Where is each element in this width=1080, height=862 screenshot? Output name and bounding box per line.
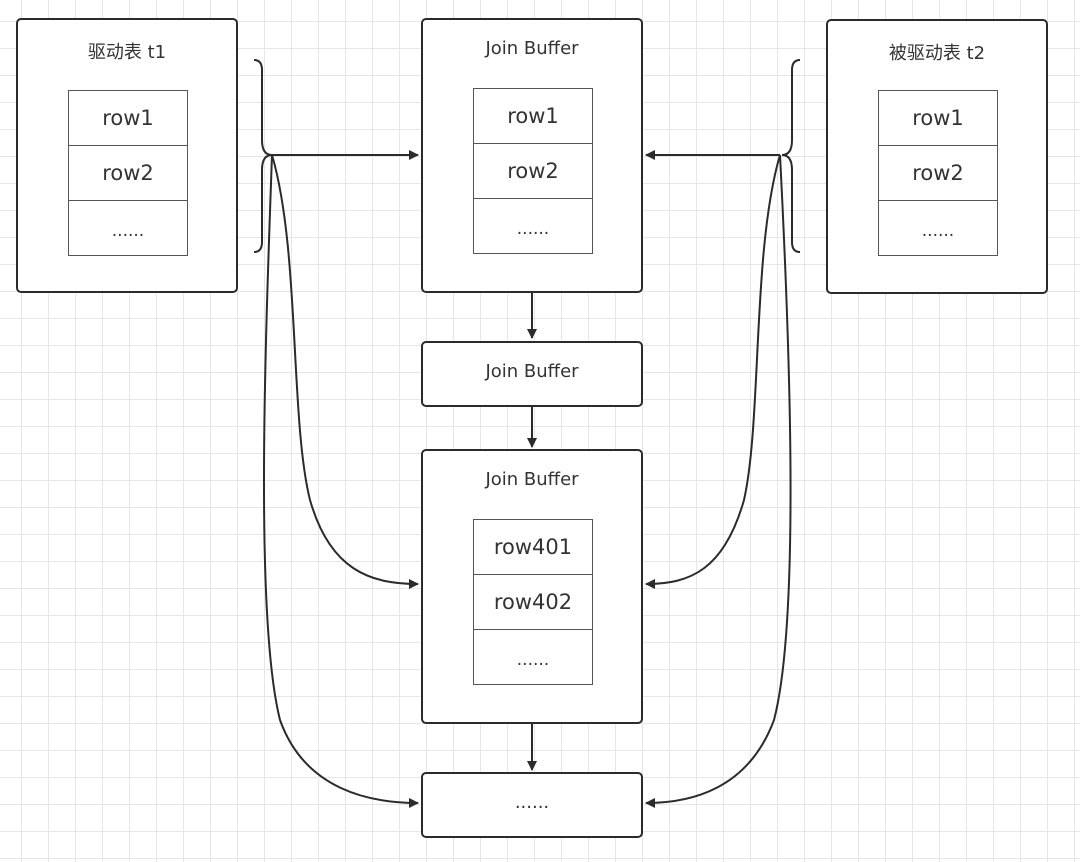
join-buffer-1-rows: row1 row2 ...... xyxy=(473,88,593,254)
right-brace xyxy=(781,59,801,253)
join-buffer-2: Join Buffer xyxy=(421,341,643,407)
table-t1: 驱动表 t1 row1 row2 ...... xyxy=(16,18,238,293)
join-buffer-3-title: Join Buffer xyxy=(485,469,579,490)
join-buffer-3-rows: row401 row402 ...... xyxy=(473,519,593,685)
table-t1-rows: row1 row2 ...... xyxy=(68,90,188,256)
table-t1-row: row1 xyxy=(69,91,187,146)
join-buffer-1: Join Buffer row1 row2 ...... xyxy=(421,18,643,293)
table-t2: 被驱动表 t2 row1 row2 ...... xyxy=(826,19,1048,294)
join-buffer-1-row: row2 xyxy=(474,144,592,199)
join-buffer-2-title: Join Buffer xyxy=(485,361,579,382)
table-t2-row: row1 xyxy=(879,91,997,146)
join-buffer-3: Join Buffer row401 row402 ...... xyxy=(421,449,643,724)
join-buffer-3-row: ...... xyxy=(516,650,550,670)
table-t1-row: row2 xyxy=(69,146,187,201)
join-buffer-1-row: row1 xyxy=(474,89,592,144)
arrow-t2-to-buffer3 xyxy=(645,154,781,589)
table-t2-row: row2 xyxy=(879,146,997,201)
join-buffer-1-row: ...... xyxy=(516,219,550,239)
join-buffer-3-row: row401 xyxy=(474,520,592,575)
table-t2-title: 被驱动表 t2 xyxy=(888,43,986,64)
arrow-t2-to-result xyxy=(645,154,792,808)
table-t2-row: ...... xyxy=(921,221,955,241)
arrow-t1-to-buffer3 xyxy=(271,154,419,589)
result-label: ...... xyxy=(514,792,550,813)
table-t1-row: ...... xyxy=(111,221,145,241)
table-t2-rows: row1 row2 ...... xyxy=(878,90,998,256)
result-box: ...... xyxy=(421,772,643,838)
join-buffer-1-title: Join Buffer xyxy=(485,38,579,59)
table-t1-title: 驱动表 t1 xyxy=(87,42,167,63)
arrow-t1-to-result xyxy=(263,154,419,808)
join-buffer-3-row: row402 xyxy=(474,575,592,630)
